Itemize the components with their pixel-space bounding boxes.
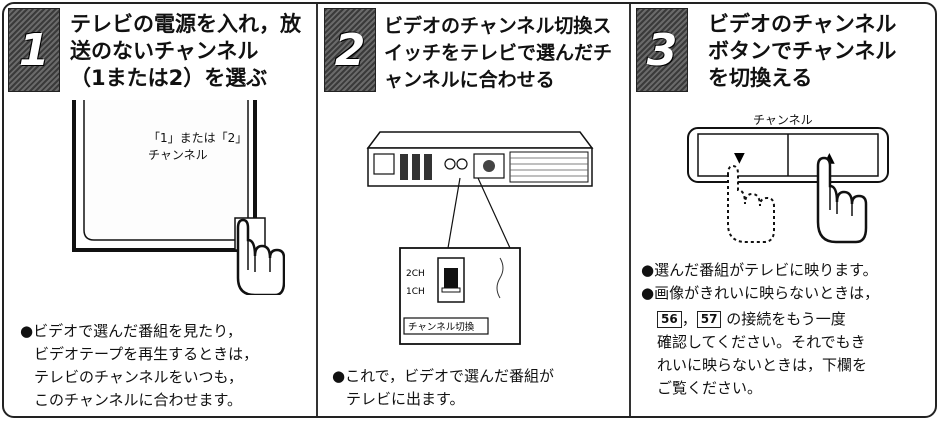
step-3-title-line: ボタンでチャンネル — [708, 39, 897, 63]
step-1-caption-line: ビデオテープを再生するときは， — [34, 345, 259, 363]
step-2-number-badge: 2 — [324, 8, 376, 92]
ref-separator: ， — [681, 310, 697, 328]
dotted-hand-icon — [727, 164, 775, 243]
step-1-caption-line: テレビのチャンネルをいつも， — [34, 368, 243, 386]
step-3-title-line: を切換える — [708, 66, 813, 90]
step-1-number-badge: 1 — [8, 8, 60, 92]
step-3-channel-buttons-illustration: ▼ ▲ — [687, 127, 889, 244]
step-2-caption-line: テレビに出ます。 — [346, 390, 465, 408]
step-2-vcr-rear-illustration: 2CH 1CH チャンネル切換 — [366, 131, 594, 345]
column-divider-2 — [629, 4, 631, 416]
step-2-title: ビデオのチャンネル切換ス イッチをテレビで選んだチ ャンネルに合わせる — [384, 13, 612, 94]
step-1-title-line: テレビの電源を入れ，放 — [70, 12, 301, 36]
switch-name-label: チャンネル切換 — [408, 321, 475, 333]
page-ref-57[interactable]: 57 — [696, 311, 722, 328]
channel-down-button: ▼ — [734, 150, 745, 166]
step-3-caption-line: ●選んだ番組がテレビに映ります。 — [641, 261, 878, 279]
channel-up-button: ▲ — [824, 150, 835, 166]
step-3-caption-text: の接続をもう一度 — [726, 310, 846, 328]
step-1-number: 1 — [18, 25, 50, 76]
instruction-panel — [2, 2, 937, 418]
step-2-number: 2 — [334, 25, 366, 76]
step-2-caption: ●これで，ビデオで選んだ番組が テレビに出ます。 — [332, 365, 554, 411]
step-3-number-badge: 3 — [636, 8, 688, 92]
step-1-title: テレビの電源を入れ，放 送のないチャンネル （1または2）を選ぶ — [70, 11, 301, 92]
column-divider-1 — [316, 4, 318, 416]
channel-buttons-label: チャンネル — [753, 113, 813, 127]
step-3-caption-line: れいに映らないときは，下欄を — [657, 356, 868, 374]
pointing-hand-icon — [236, 218, 285, 295]
step-2-title-line: ビデオのチャンネル切換ス — [384, 15, 612, 37]
step-1-title-line: （1または2）を選ぶ — [70, 66, 268, 90]
step-3-caption-ref-line: 56，57 の接続をもう一度 — [641, 308, 879, 331]
step-3-caption-line: ご覧ください。 — [657, 379, 763, 397]
tv-screen-text: 「1」または「2」 チャンネル — [148, 130, 247, 164]
step-3-title: ビデオのチャンネル ボタンでチャンネル を切換える — [708, 11, 896, 92]
step-1-tv-illustration — [72, 100, 285, 295]
switch-label-1ch: 1CH — [406, 287, 425, 297]
tv-screen-text-line: 「1」または「2」 — [148, 131, 248, 145]
page-ref-56[interactable]: 56 — [657, 311, 682, 328]
step-1-caption-line: このチャンネルに合わせます。 — [34, 391, 243, 409]
step-2-title-line: ャンネルに合わせる — [384, 69, 555, 91]
step-2-caption-line: ●これで，ビデオで選んだ番組が — [332, 367, 555, 385]
step-1-title-line: 送のないチャンネル — [70, 39, 259, 63]
step-2-title-line: イッチをテレビで選んだチ — [384, 42, 613, 64]
step-3-caption-line: ●画像がきれいに映らないときは， — [641, 284, 880, 302]
pointing-hand-icon — [816, 156, 868, 244]
step-1-caption-line: ●ビデオで選んだ番組を見たり， — [20, 322, 243, 340]
tv-screen-text-line: チャンネル — [148, 148, 208, 162]
step-3-number: 3 — [646, 25, 678, 76]
step-3-caption-line: 確認してください。それでもき — [657, 333, 866, 351]
step-1-caption: ●ビデオで選んだ番組を見たり， ビデオテープを再生するときは， テレビのチャンネ… — [20, 320, 258, 412]
step-3-title-line: ビデオのチャンネル — [708, 12, 897, 36]
switch-label-2ch: 2CH — [406, 269, 425, 279]
step-3-caption: ●選んだ番組がテレビに映ります。 ●画像がきれいに映らないときは， 56，57 … — [641, 259, 879, 400]
